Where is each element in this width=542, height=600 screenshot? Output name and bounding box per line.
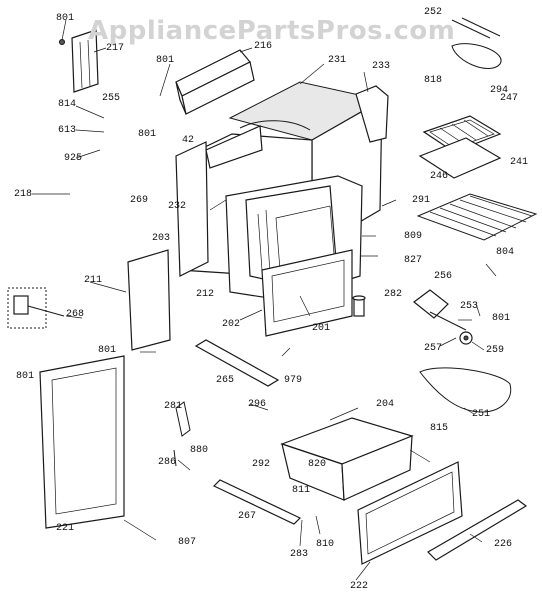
label-613: 613 bbox=[58, 125, 77, 136]
label-286: 286 bbox=[158, 457, 177, 468]
drawer-part bbox=[280, 417, 414, 501]
label-216: 216 bbox=[254, 41, 273, 52]
label-809: 809 bbox=[404, 231, 423, 242]
broil-pan-part bbox=[418, 115, 502, 179]
label-281: 281 bbox=[164, 401, 183, 412]
label-256: 256 bbox=[434, 271, 453, 282]
leveling-leg-part bbox=[352, 295, 366, 317]
front-frame-part bbox=[175, 125, 263, 277]
label-291: 291 bbox=[412, 195, 431, 206]
label-211: 211 bbox=[84, 275, 103, 286]
valve-part bbox=[413, 289, 473, 345]
label-265: 265 bbox=[216, 375, 235, 386]
switch-part bbox=[7, 287, 65, 329]
label-292: 292 bbox=[252, 459, 271, 470]
kick-panel-part bbox=[194, 339, 280, 387]
label-814: 814 bbox=[58, 99, 77, 110]
label-267: 267 bbox=[238, 511, 257, 522]
front-panel-part bbox=[261, 249, 353, 337]
side-panel-part bbox=[59, 29, 99, 93]
watermark-text: AppliancePartsPros.com bbox=[88, 16, 456, 46]
label-810: 810 bbox=[316, 539, 335, 550]
label-204: 204 bbox=[376, 399, 395, 410]
label-252: 252 bbox=[424, 7, 443, 18]
vent-panel-part bbox=[175, 49, 255, 115]
label-255: 255 bbox=[102, 93, 121, 104]
label-827: 827 bbox=[404, 255, 423, 266]
label-801-b: 801 bbox=[156, 55, 175, 66]
label-253: 253 bbox=[460, 301, 479, 312]
label-979: 979 bbox=[284, 375, 303, 386]
label-218: 218 bbox=[14, 189, 33, 200]
label-203: 203 bbox=[152, 233, 171, 244]
door-hinge-part bbox=[173, 401, 191, 467]
label-231: 231 bbox=[328, 55, 347, 66]
drawer-slide-part bbox=[212, 479, 528, 561]
label-801-d: 801 bbox=[492, 313, 511, 324]
oven-rack-part bbox=[416, 193, 538, 241]
label-801: 801 bbox=[56, 13, 75, 24]
label-820: 820 bbox=[308, 459, 327, 470]
label-815: 815 bbox=[430, 423, 449, 434]
label-801-f: 801 bbox=[16, 371, 35, 382]
label-269: 269 bbox=[130, 195, 149, 206]
label-247: 247 bbox=[500, 93, 519, 104]
label-259: 259 bbox=[486, 345, 505, 356]
label-201: 201 bbox=[312, 323, 331, 334]
label-801-e: 801 bbox=[98, 345, 117, 356]
broil-element-part bbox=[419, 367, 512, 413]
label-811: 811 bbox=[292, 485, 311, 496]
label-804: 804 bbox=[496, 247, 515, 258]
label-880: 880 bbox=[190, 445, 209, 456]
label-212: 212 bbox=[196, 289, 215, 300]
label-807: 807 bbox=[178, 537, 197, 548]
label-226: 226 bbox=[494, 539, 513, 550]
label-221: 221 bbox=[56, 523, 75, 534]
label-282: 282 bbox=[384, 289, 403, 300]
label-241: 241 bbox=[510, 157, 529, 168]
label-257: 257 bbox=[424, 343, 443, 354]
label-818: 818 bbox=[424, 75, 443, 86]
label-294: 294 bbox=[490, 85, 509, 96]
label-42: 42 bbox=[182, 135, 195, 146]
label-801-c: 801 bbox=[138, 129, 157, 140]
label-251: 251 bbox=[472, 409, 491, 420]
label-268: 268 bbox=[66, 309, 85, 320]
bake-element-part bbox=[451, 17, 502, 69]
label-925: 925 bbox=[64, 153, 83, 164]
label-202: 202 bbox=[222, 319, 241, 330]
leader-lines bbox=[32, 19, 497, 581]
label-246: 246 bbox=[430, 171, 449, 182]
drawer-front-part bbox=[357, 461, 463, 565]
label-283: 283 bbox=[290, 549, 309, 560]
label-217: 217 bbox=[106, 43, 125, 54]
label-222: 222 bbox=[350, 581, 369, 592]
label-232: 232 bbox=[168, 201, 187, 212]
oven-door-part bbox=[39, 355, 125, 529]
label-233: 233 bbox=[372, 61, 391, 72]
label-296: 296 bbox=[248, 399, 267, 410]
side-panel-211 bbox=[127, 249, 171, 351]
